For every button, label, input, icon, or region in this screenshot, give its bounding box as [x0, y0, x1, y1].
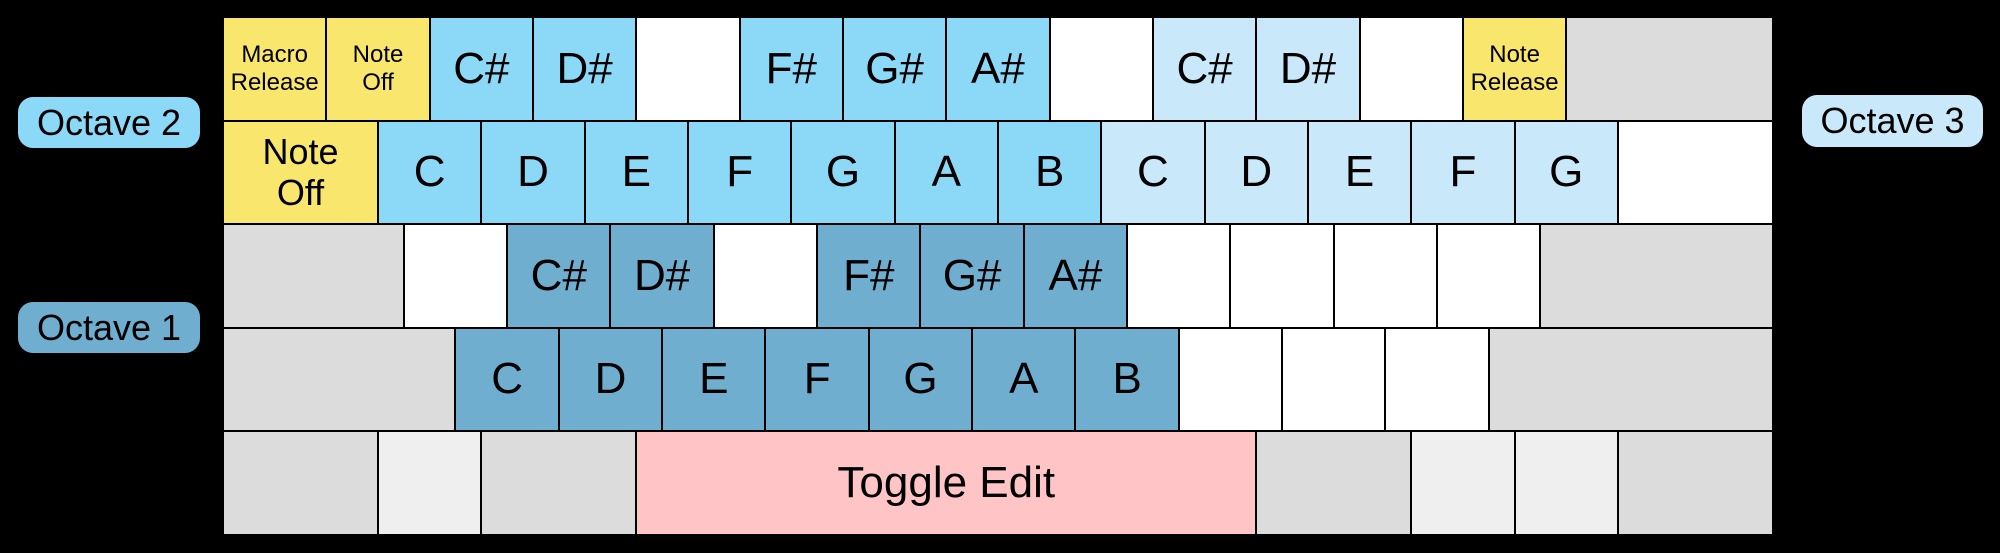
key-b-octave2: B — [997, 120, 1102, 225]
key-note-off: Note Off — [223, 120, 378, 225]
key-unmapped — [1282, 327, 1386, 432]
key-modifier-capslock — [223, 224, 404, 328]
key-a-octave1: A — [972, 327, 1076, 432]
key-f-octave3: F — [1411, 120, 1515, 225]
key-f-octave2: F — [687, 120, 792, 225]
key-e-octave1: E — [662, 327, 766, 432]
key-c-octave3: C — [1101, 120, 1205, 225]
key-note-release: Note Release — [1462, 17, 1567, 121]
octave-3-label: Octave 3 — [1802, 95, 1983, 147]
octave-1-label: Octave 1 — [18, 302, 200, 353]
key-g-octave3: G — [1514, 120, 1618, 225]
key-modifier-enter — [1540, 224, 1773, 328]
key-unmapped — [636, 17, 740, 121]
key-toggle-edit: Toggle Edit — [636, 431, 1257, 535]
key-b-octave1: B — [1075, 327, 1179, 432]
key-unmapped — [1178, 327, 1283, 432]
key-csharp-octave2: C# — [429, 17, 533, 121]
keyboard-row-3: C#D# F#G#A# — [223, 224, 1773, 328]
key-unmapped — [1049, 17, 1153, 121]
key-fsharp-octave2: F# — [739, 17, 843, 121]
key-unmapped — [1385, 327, 1489, 432]
key-g-octave1: G — [868, 327, 973, 432]
key-g-octave2: G — [791, 120, 895, 225]
key-unmapped — [713, 224, 818, 328]
key-fsharp-octave1: F# — [817, 224, 921, 328]
key-c-octave1: C — [455, 327, 559, 432]
key-csharp-octave3: C# — [1152, 17, 1257, 121]
key-e-octave2: E — [584, 120, 688, 225]
key-dsharp-octave2: D# — [532, 17, 637, 121]
key-unmapped — [1127, 224, 1231, 328]
key-gsharp-octave2: G# — [842, 17, 947, 121]
key-modifier-alt-right — [1256, 431, 1412, 535]
key-note-off-top: Note Off — [326, 17, 430, 121]
key-e-octave3: E — [1307, 120, 1412, 225]
keyboard-row-5: Toggle Edit — [223, 431, 1773, 535]
key-a-octave2: A — [894, 120, 998, 225]
key-dsharp-octave3: D# — [1256, 17, 1360, 121]
key-unmapped — [403, 224, 508, 328]
key-unmapped — [1617, 120, 1773, 225]
key-unmapped — [1230, 224, 1334, 328]
key-modifier-alt-left — [481, 431, 637, 535]
key-modifier-meta-left — [377, 431, 482, 535]
key-modifier-backspace — [1566, 17, 1773, 121]
key-d-octave1: D — [558, 327, 663, 432]
key-modifier-ctrl-right — [1617, 431, 1773, 535]
key-modifier-shift-right — [1488, 327, 1773, 432]
key-unmapped — [1437, 224, 1541, 328]
key-gsharp-octave1: G# — [920, 224, 1024, 328]
key-asharp-octave2: A# — [946, 17, 1050, 121]
key-dsharp-octave1: D# — [610, 224, 714, 328]
key-unmapped — [1333, 224, 1438, 328]
key-unmapped — [1359, 17, 1463, 121]
key-d-octave2: D — [481, 120, 585, 225]
key-modifier-ctrl-left — [223, 431, 378, 535]
key-csharp-octave1: C# — [507, 224, 611, 328]
key-d-octave3: D — [1204, 120, 1308, 225]
key-asharp-octave1: A# — [1023, 224, 1128, 328]
key-modifier-shift-left — [223, 327, 456, 432]
key-f-octave1: F — [765, 327, 869, 432]
key-modifier-meta-right — [1411, 431, 1515, 535]
key-macro-release: Macro Release — [223, 17, 327, 121]
key-c-octave2: C — [377, 120, 482, 225]
octave-2-label: Octave 2 — [18, 97, 200, 148]
key-modifier-menu — [1514, 431, 1618, 535]
